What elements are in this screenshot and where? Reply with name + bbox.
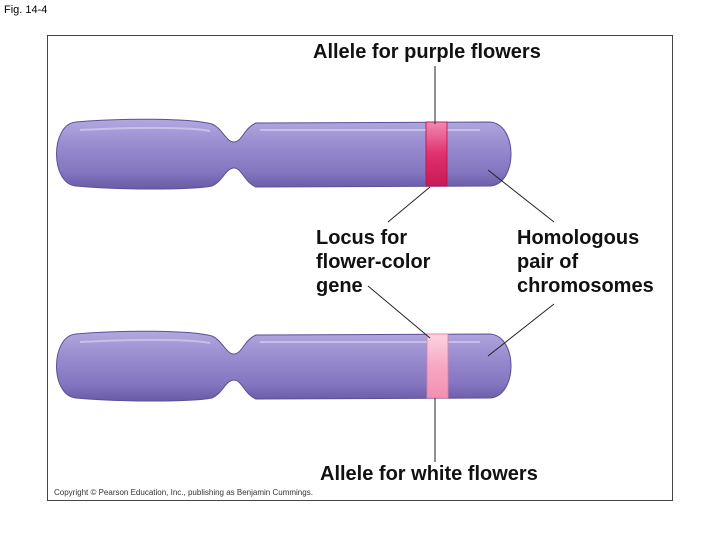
leader-homologous-top: [487, 169, 555, 223]
diagram-frame: [47, 35, 673, 501]
purple-allele-band: [425, 121, 448, 187]
leader-locus-top: [387, 186, 431, 223]
white-allele-band: [426, 333, 449, 399]
copyright-notice: Copyright © Pearson Education, Inc., pub…: [54, 488, 313, 497]
leader-homologous-bottom: [487, 303, 555, 357]
leader-locus-bottom: [367, 285, 431, 339]
label-homologous-pair: Homologous pair of chromosomes: [517, 227, 654, 297]
label-allele-purple: Allele for purple flowers: [313, 41, 541, 63]
figure-label: Fig. 14-4: [4, 4, 48, 16]
label-allele-white: Allele for white flowers: [320, 463, 538, 485]
label-locus: Locus for flower-color gene: [316, 227, 431, 297]
chromosome-top: [56, 118, 512, 190]
